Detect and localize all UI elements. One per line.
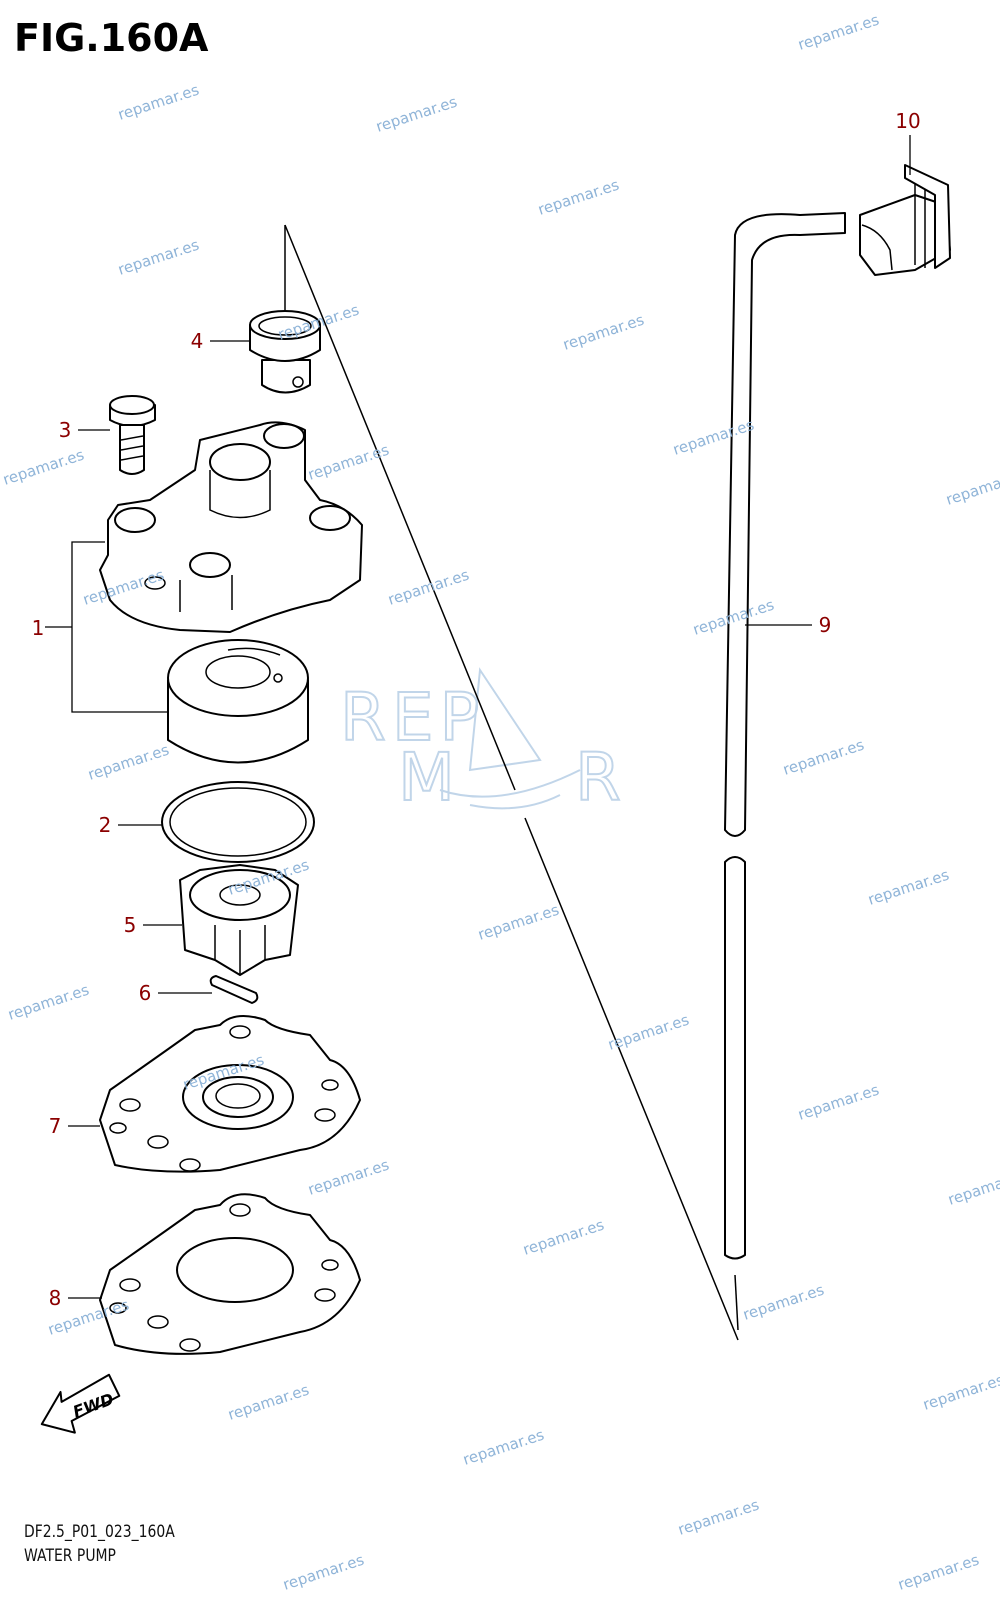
watermark-text: repamar.es: [116, 236, 202, 279]
callout-1: 1: [32, 616, 45, 640]
part-tube-collar: [249, 310, 321, 394]
watermark-text: repamar.es: [944, 466, 1000, 509]
watermark-text: repamar.es: [741, 1281, 827, 1324]
callout-8: 8: [49, 1286, 62, 1310]
diagram-caption: WATER PUMP: [24, 1546, 116, 1566]
callout-9: 9: [819, 613, 832, 637]
part-pin: [209, 975, 259, 1004]
watermark-text: repamar.es: [536, 176, 622, 219]
callout-5: 5: [124, 913, 137, 937]
part-upper-plate: [99, 1015, 361, 1173]
watermark-text: repamar.es: [896, 1551, 982, 1594]
callout-7: 7: [49, 1114, 62, 1138]
svg-text:REP: REP: [340, 679, 485, 756]
watermark-text: repamar.es: [374, 93, 460, 136]
watermark-text: repamar.es: [6, 981, 92, 1024]
watermark-text: repamar.es: [796, 11, 882, 54]
figure-title: FIG.160A: [14, 16, 209, 60]
callout-10: 10: [895, 109, 920, 133]
watermark-text: repamar.es: [116, 81, 202, 124]
part-pump-case: [99, 421, 363, 633]
callout-leaders: [68, 135, 911, 1299]
svg-text:R: R: [575, 739, 621, 816]
part-impeller: [179, 864, 299, 976]
watermark-logo: REP M R: [339, 667, 622, 817]
watermark-text: repamar.es: [281, 1551, 367, 1594]
part-grommet: [859, 164, 951, 276]
watermark-text: repamar.es: [561, 311, 647, 354]
forward-arrow: FWD: [40, 1373, 121, 1434]
svg-text:M: M: [398, 739, 455, 816]
part-o-ring: [161, 781, 315, 863]
watermark-text: repamar.es: [521, 1216, 607, 1259]
callout-3: 3: [59, 418, 72, 442]
watermark-text: repamar.es: [306, 441, 392, 484]
watermark-text: repamar.es: [781, 736, 867, 779]
watermark-layer: repamar.es repamar.es repamar.es repamar.es…: [1, 11, 1000, 1594]
watermark-text: repamar.es: [461, 1426, 547, 1469]
callout-6: 6: [139, 981, 152, 1005]
part-bolt: [109, 395, 156, 475]
watermark-text: repamar.es: [676, 1496, 762, 1539]
callout-labels: 1 2 3 4 5 6 7 8 9 10: [32, 109, 921, 1310]
part-gasket: [99, 1193, 361, 1355]
watermark-text: repamar.es: [921, 1371, 1000, 1414]
watermark-text: repamar.es: [226, 1381, 312, 1424]
watermark-text: repamar.es: [866, 866, 952, 909]
part-water-tube: [724, 212, 846, 1331]
watermark-text: repamar.es: [86, 741, 172, 784]
watermark-text: repamar.es: [946, 1166, 1000, 1209]
watermark-text: repamar.es: [306, 1156, 392, 1199]
diagram-code: DF2.5_P01_023_160A: [24, 1522, 175, 1542]
watermark-text: repamar.es: [476, 901, 562, 944]
callout-4: 4: [191, 329, 204, 353]
watermark-text: repamar.es: [796, 1081, 882, 1124]
watermark-text: repamar.es: [606, 1011, 692, 1054]
part-pump-liner: [167, 639, 309, 764]
bracket-callout-1: [45, 541, 168, 713]
watermark-text: repamar.es: [1, 446, 87, 489]
callout-2: 2: [99, 813, 112, 837]
watermark-text: repamar.es: [386, 566, 472, 609]
